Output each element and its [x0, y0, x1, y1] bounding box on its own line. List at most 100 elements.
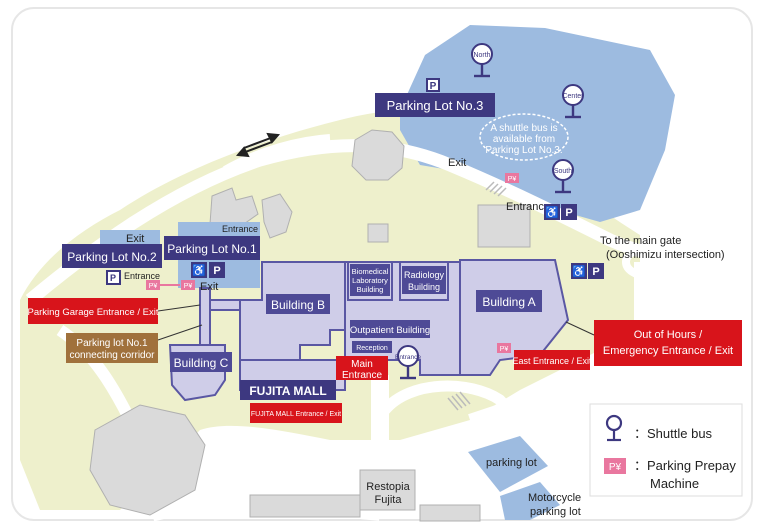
parking-icon-lot1 [209, 262, 225, 278]
crosswalk [447, 391, 471, 411]
octagon-hall [351, 129, 405, 181]
fujita-mall-label-box [240, 380, 336, 400]
shuttle-note-line1: A shuttle bus is [490, 123, 557, 134]
main-gate-line1: To the main gate [600, 235, 681, 247]
inner-road [223, 134, 331, 174]
fujita-mall-entrance-label-box [250, 403, 342, 423]
main-entrance-line1: Main [351, 359, 373, 370]
shuttle-stop-entrance-label: Entrance [395, 354, 421, 361]
parking-building-a-symbol: P [592, 266, 599, 278]
outpatient-label: Outpatient Building [350, 325, 430, 336]
building-c-label: Building C [174, 356, 229, 370]
legend-prepay-symbol: P¥ [609, 462, 622, 473]
prepay-lot2-symbol: P¥ [149, 283, 158, 290]
wheelchair-icon-lot1 [191, 262, 207, 278]
exit-lot2-label: Exit [126, 233, 144, 245]
parking-lot-3-label-box [375, 93, 495, 117]
wheelchair-lot1-symbol: ♿ [192, 264, 206, 277]
restopia-line1: Restopia [366, 481, 410, 493]
building-a-label-box [476, 290, 542, 312]
radiology-label-line2: Building [408, 282, 440, 292]
restopia-fujita-building [359, 469, 416, 511]
main-entrance-line2: Entrance [342, 370, 382, 381]
parking-lot3-entrance-symbol: P [565, 207, 572, 219]
shuttle-stop-icon-center: Center [562, 84, 584, 119]
prepay-machine-icon-lot2 [146, 280, 160, 290]
wheelchair-lot3-symbol: ♿ [545, 206, 559, 219]
restopia-line2: Fujita [375, 494, 403, 506]
building-b-label: Building B [271, 298, 325, 312]
parking-lot-1-label: Parking Lot No.1 [167, 242, 257, 256]
surrounding-structures [89, 129, 531, 522]
fujita-mall-label: FUJITA MALL [249, 384, 326, 398]
shuttle-note-line2: available from [493, 134, 555, 145]
exit-lot3-label: Exit [448, 157, 466, 169]
prepay-machine-icon-lot3 [505, 173, 519, 183]
entrance-lot1-label: Entrance [222, 224, 258, 234]
radiology-label-line1: Radiology [404, 270, 445, 280]
gray-building-ne [477, 204, 531, 248]
parking-lot-south-label: parking lot [486, 457, 537, 469]
corridor-label-line2: connecting corridor [69, 350, 155, 361]
shuttle-stop-south-label: South [554, 168, 572, 175]
legend-prepay-line2: Machine [650, 476, 699, 491]
legend-shuttle-icon [605, 414, 623, 442]
gray-block [367, 223, 389, 243]
parking-icon-lot3-symbol: P [430, 81, 437, 92]
motorcycle-parking-area [500, 482, 560, 520]
parking-lot2-symbol: P [110, 273, 116, 283]
radiology-label-box [402, 266, 446, 294]
main-road [25, 139, 746, 305]
parking-garage-label: Parking Garage Entrance / Exit [28, 307, 159, 318]
prepay-machine-icon-lot1 [181, 280, 195, 290]
shuttle-note-line3: Parking Lot No.3. [485, 145, 562, 156]
wheelchair-icon-building-a [571, 263, 587, 279]
shuttle-stop-icon-entrance: Entrance [395, 345, 421, 380]
entrance-lot2-label: Entrance [124, 271, 160, 281]
parking-lot-2-label-box [62, 244, 162, 268]
motorcycle-parking-line2: parking lot [530, 506, 581, 518]
biomed-label-line1: Biomedical [352, 267, 389, 276]
corridor-label-box [66, 333, 158, 363]
gray-strip-southeast [419, 504, 481, 522]
out-of-hours-line1: Out of Hours / [634, 329, 703, 341]
parking-icon-building-a [588, 263, 604, 279]
east-entrance-label: East Entrance / Exit [512, 356, 592, 366]
parking-lot-2-label: Parking Lot No.2 [67, 250, 157, 264]
fujita-mall-entrance-label: FUJITA MALL Entrance / Exit [251, 411, 341, 418]
building-a-label: Building A [482, 295, 535, 309]
shuttle-stop-icon-north: North [471, 43, 493, 78]
biomed-label-box [350, 264, 390, 296]
wheelchair-building-a-symbol: ♿ [572, 265, 586, 278]
roundabout [622, 244, 674, 280]
wheelchair-icon-lot3 [544, 204, 560, 220]
motorcycle-parking-line1: Motorcycle [528, 492, 581, 504]
shuttle-stop-icon-south: South [552, 159, 574, 194]
east-entrance-label-box [514, 350, 590, 370]
parking-lot-1-label-box [164, 236, 260, 260]
main-entrance-label-box [336, 356, 388, 380]
out-of-hours-label-box [594, 320, 742, 366]
building-b-label-box [266, 294, 330, 314]
biomed-label-line2: Laboratory [352, 276, 388, 285]
prepay-lot3-symbol: P¥ [508, 176, 517, 183]
building-c-label-box [170, 352, 232, 372]
parking-lot-3-label: Parking Lot No.3 [387, 98, 484, 113]
west-lobed-structure [89, 404, 206, 516]
two-way-arrow-icon [235, 132, 281, 158]
parking-lot-south-area [468, 436, 548, 492]
legend-shuttle-label: ：Shuttle bus [634, 426, 713, 441]
parking-lot1-symbol: P [213, 265, 220, 277]
shuttle-stop-north-label: North [473, 52, 490, 59]
crosswalk-lot3 [485, 181, 507, 197]
exit-lot1-label: Exit [200, 281, 218, 293]
out-of-hours-line2: Emergency Entrance / Exit [603, 345, 733, 357]
legend-prepay-line1: ：Parking Prepay [634, 458, 736, 473]
prepay-machine-icon-east [497, 343, 511, 353]
prepay-lot1-symbol: P¥ [184, 283, 193, 290]
entrance-lot3-label: Entrance [506, 201, 550, 213]
prepay-east-symbol: P¥ [500, 346, 509, 353]
reception-label-box [352, 341, 392, 353]
